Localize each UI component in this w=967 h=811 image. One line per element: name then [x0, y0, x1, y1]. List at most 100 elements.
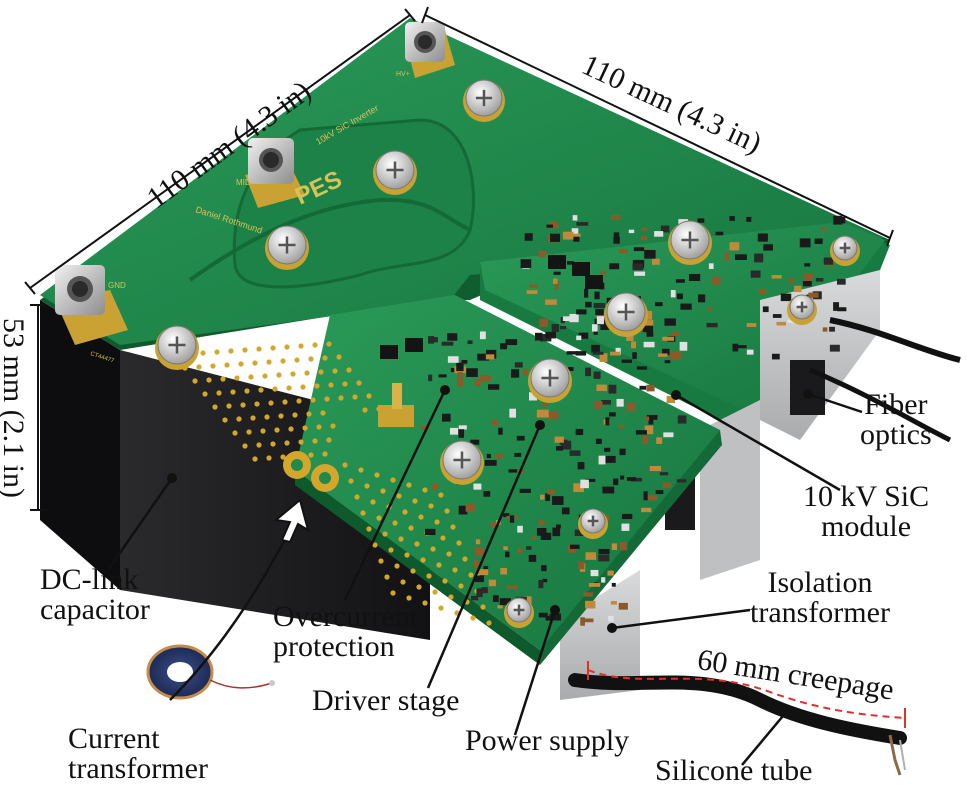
smd-part: [836, 278, 846, 285]
via: [384, 574, 390, 580]
smd-part: [518, 547, 523, 554]
smd-part: [520, 259, 532, 269]
leader-dots: [167, 385, 813, 715]
smd-part: [788, 278, 795, 283]
via: [270, 345, 276, 351]
smd-part: [540, 532, 552, 540]
smd-part: [560, 326, 567, 330]
via: [292, 412, 298, 418]
smd-part: [441, 341, 454, 346]
smd-part: [621, 359, 632, 363]
smd-part: [646, 414, 658, 420]
via: [452, 567, 458, 573]
via: [284, 344, 290, 350]
smd-part: [639, 385, 647, 390]
via: [312, 342, 318, 348]
smd-part: [500, 343, 508, 350]
via: [370, 499, 376, 505]
smd-part: [545, 493, 550, 501]
via: [320, 410, 326, 416]
via: [450, 524, 456, 530]
smd-part: [715, 231, 724, 236]
smd-part: [541, 565, 547, 572]
smd-part: [529, 284, 538, 288]
dimension-height: 53 mm (2.1 in): [0, 318, 30, 498]
smd-part: [461, 359, 468, 364]
smd-part: [662, 482, 672, 488]
smd-part: [466, 368, 478, 377]
smd-part: [641, 227, 648, 231]
smd-part: [567, 367, 574, 371]
smd-part: [822, 327, 828, 332]
via: [280, 358, 286, 364]
via: [246, 429, 252, 435]
smd-part: [829, 326, 835, 332]
smd-part: [420, 425, 430, 431]
smd-part: [646, 384, 655, 392]
label-sic-module: 10 kV SiC module: [803, 480, 930, 543]
smd-part: [609, 351, 621, 356]
smd-part: [576, 309, 587, 315]
smd-part: [707, 307, 713, 311]
via: [220, 376, 226, 382]
via: [348, 478, 354, 484]
via: [322, 451, 328, 457]
via: [306, 411, 312, 417]
via: [230, 389, 236, 395]
smd-part: [708, 263, 714, 269]
via: [290, 371, 296, 377]
smd-part: [441, 413, 451, 422]
screw-slot: [513, 604, 525, 616]
screw-slot: [475, 89, 493, 107]
via: [222, 417, 228, 423]
via: [236, 416, 242, 422]
smd-part: [608, 384, 617, 394]
smd-part: [609, 412, 616, 417]
via: [462, 556, 468, 562]
smd-part: [656, 437, 663, 444]
smd-part: [729, 242, 740, 251]
via: [284, 440, 290, 446]
ic-chip: [405, 338, 423, 352]
label-current-transformer: Current transformer: [68, 722, 208, 785]
smd-part: [591, 324, 598, 332]
via: [342, 381, 348, 387]
smd-part: [488, 579, 496, 587]
smd-part: [538, 250, 547, 258]
smd-part: [632, 263, 644, 271]
smd-part: [569, 450, 581, 456]
smd-part: [580, 617, 585, 626]
via: [268, 400, 274, 406]
smd-part: [497, 605, 503, 609]
smd-part: [604, 447, 611, 452]
smd-part: [424, 528, 436, 536]
smd-part: [540, 494, 545, 500]
smd-part: [664, 318, 676, 326]
smd-part: [630, 477, 643, 482]
smd-part: [660, 225, 670, 233]
via: [326, 341, 332, 347]
smd-part: [481, 587, 488, 594]
smd-part: [619, 541, 628, 551]
via: [262, 373, 268, 379]
smd-part: [585, 478, 596, 482]
via: [436, 562, 442, 568]
smd-part: [605, 417, 610, 426]
via: [448, 594, 454, 600]
smd-part: [609, 263, 620, 270]
smd-part: [839, 216, 846, 224]
smd-part: [483, 491, 491, 497]
gold-test-pads: [283, 383, 414, 492]
smd-part: [449, 427, 458, 435]
smd-components: [380, 215, 847, 626]
smd-part: [595, 438, 602, 444]
smd-part: [680, 303, 692, 310]
via: [280, 454, 286, 460]
smd-part: [799, 238, 811, 248]
smd-part: [428, 374, 433, 382]
via: [414, 541, 420, 547]
smd-part: [641, 235, 648, 241]
screw-slot: [796, 301, 808, 313]
via: [288, 426, 294, 432]
via: [428, 503, 434, 509]
